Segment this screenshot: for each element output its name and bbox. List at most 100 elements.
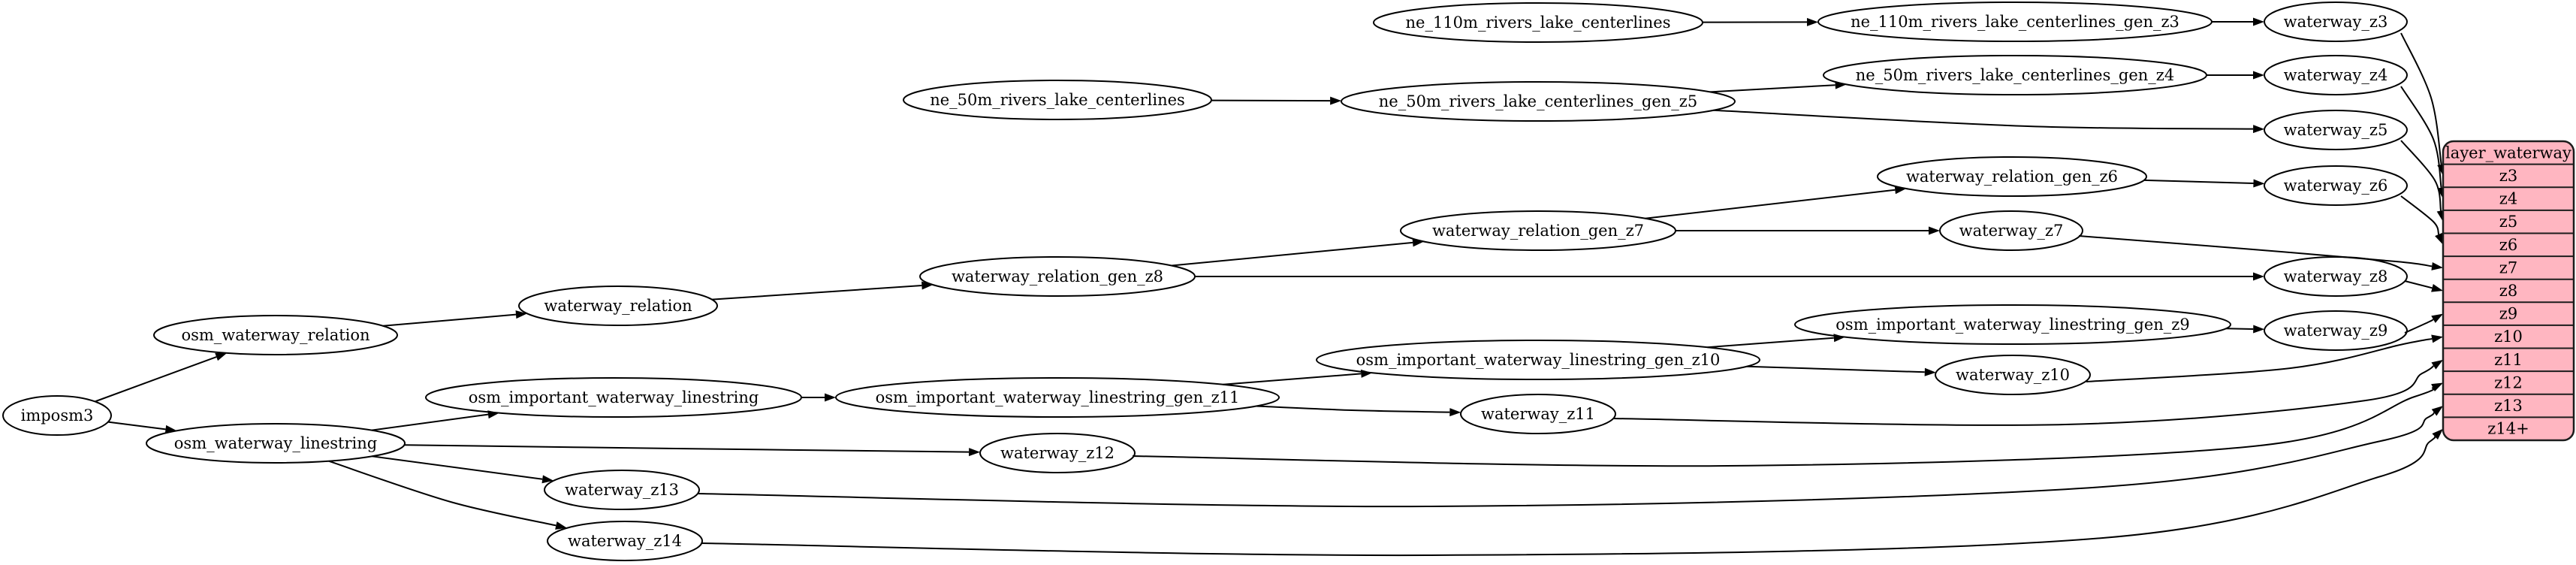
node-label-waterway_relation_gen_z7: waterway_relation_gen_z7	[1432, 222, 1644, 240]
arrowhead-icon	[2253, 17, 2264, 26]
node-ellipse-waterway_z13	[544, 470, 700, 510]
edge-osm_waterway_linestring-to-waterway_z12	[404, 444, 970, 453]
edge-waterway_z13-to-layer_waterway-z13	[698, 412, 2435, 508]
edge-waterway_z7-to-layer_waterway-z7	[2078, 235, 2433, 267]
node-label-ne_50m_rivers_lake_centerlines_gen_z5: ne_50m_rivers_lake_centerlines_gen_z5	[1379, 92, 1697, 110]
edge-layer	[95, 17, 2446, 557]
node-waterway_z12: waterway_z12	[979, 433, 1136, 473]
edge-osm_waterway_linestring-to-waterway_z13	[372, 455, 543, 480]
node-label-waterway_z6: waterway_z6	[2284, 177, 2388, 195]
edge-osm_important_waterway_linestring_gen_z11-to-osm_important_waterway_linestring_gen_z10	[1223, 373, 1362, 385]
arrowhead-icon	[2435, 232, 2443, 245]
node-label-waterway_z8: waterway_z8	[2284, 267, 2388, 286]
arrowhead-icon	[1807, 17, 1819, 26]
arrowhead-icon	[2431, 334, 2443, 343]
edge-waterway_relation-to-waterway_relation_gen_z8	[711, 285, 922, 301]
node-waterway_z5: waterway_z5	[2264, 110, 2408, 150]
node-ellipse-waterway_z14	[547, 521, 703, 561]
node-ellipse-waterway_z9	[2264, 310, 2408, 351]
node-label-waterway_z3: waterway_z3	[2284, 13, 2388, 31]
arrowhead-icon	[2253, 325, 2265, 334]
table-row-z3: z3	[2499, 167, 2517, 185]
edge-waterway_z6-to-layer_waterway-z6	[2400, 195, 2440, 235]
arrowhead-icon	[1330, 96, 1342, 105]
node-waterway_z3: waterway_z3	[2264, 2, 2408, 42]
node-ellipse-ne_50m_rivers_lake_centerlines_gen_z5	[1341, 81, 1736, 122]
table-layer-waterway: layer_waterwayz3z4z5z6z7z8z9z10z11z12z13…	[2442, 140, 2575, 442]
edge-waterway_relation_gen_z8-to-waterway_relation_gen_z7	[1171, 241, 1413, 267]
node-label-osm_important_waterway_linestring: osm_important_waterway_linestring	[469, 388, 759, 406]
node-label-waterway_z5: waterway_z5	[2284, 121, 2388, 139]
node-label-waterway_relation: waterway_relation	[544, 297, 692, 315]
edge-imposm3-to-osm_waterway_relation	[95, 356, 217, 403]
node-label-waterway_z7: waterway_z7	[1959, 222, 2064, 240]
node-ellipse-waterway_relation	[518, 286, 718, 326]
node-label-waterway_z12: waterway_z12	[1000, 444, 1115, 462]
node-ellipse-waterway_z10	[1935, 355, 2091, 395]
arrowhead-icon	[2253, 179, 2265, 188]
node-ellipse-waterway_z12	[979, 433, 1136, 473]
node-osm_important_waterway_linestring: osm_important_waterway_linestring	[425, 377, 802, 418]
arrowhead-icon	[1360, 369, 1373, 378]
node-label-ne_50m_rivers_lake_centerlines_gen_z4: ne_50m_rivers_lake_centerlines_gen_z4	[1856, 66, 2174, 84]
node-label-waterway_z13: waterway_z13	[565, 481, 679, 499]
arrowhead-icon	[1924, 367, 1936, 376]
node-waterway_z11: waterway_z11	[1460, 394, 1616, 434]
node-waterway_z10: waterway_z10	[1935, 355, 2091, 395]
arrowhead-icon	[2253, 272, 2264, 281]
edge-osm_important_waterway_linestring_gen_z10-to-waterway_z10	[1746, 365, 1925, 373]
table-row-z4: z4	[2499, 190, 2517, 208]
node-label-waterway_z10: waterway_z10	[1956, 366, 2070, 384]
node-waterway_z8: waterway_z8	[2264, 256, 2408, 297]
table-row-z6: z6	[2499, 236, 2517, 254]
node-label-ne_110m_rivers_lake_centerlines_gen_z3: ne_110m_rivers_lake_centerlines_gen_z3	[1851, 13, 2179, 31]
arrowhead-icon	[1835, 80, 1847, 89]
arrowhead-icon	[2431, 283, 2443, 292]
node-ne_110m_rivers_lake_centerlines_gen_z3: ne_110m_rivers_lake_centerlines_gen_z3	[1817, 2, 2213, 42]
edge-osm_important_waterway_linestring_gen_z10-to-osm_important_waterway_linestring_gen_z9	[1707, 337, 1834, 349]
edge-imposm3-to-osm_waterway_linestring	[107, 421, 166, 431]
edge-waterway_z8-to-layer_waterway-z8	[2404, 280, 2433, 289]
edge-osm_important_waterway_linestring_gen_z11-to-waterway_z11	[1256, 405, 1450, 413]
edge-waterway_relation_gen_z7-to-waterway_relation_gen_z6	[1645, 189, 1896, 219]
node-ellipse-waterway_z5	[2264, 110, 2408, 150]
arrowhead-icon	[2431, 313, 2443, 323]
node-label-waterway_z11: waterway_z11	[1481, 405, 1595, 423]
arrowhead-icon	[1894, 186, 1907, 195]
node-imposm3: imposm3	[2, 395, 112, 436]
node-label-ne_50m_rivers_lake_centerlines: ne_50m_rivers_lake_centerlines	[930, 91, 1185, 109]
edge-waterway_z4-to-layer_waterway-z4	[2400, 86, 2442, 188]
node-ellipse-waterway_z6	[2264, 165, 2408, 206]
arrowhead-icon	[2253, 71, 2264, 80]
node-ellipse-osm_waterway_relation	[153, 315, 398, 355]
node-ellipse-waterway_z11	[1460, 394, 1616, 434]
node-waterway_relation: waterway_relation	[518, 286, 718, 326]
edge-waterway_z3-to-layer_waterway-z3	[2400, 32, 2442, 165]
arrowhead-icon	[2253, 125, 2265, 134]
edge-waterway_z10-to-layer_waterway-z10	[2086, 337, 2433, 382]
arrowhead-icon	[1412, 238, 1425, 247]
table-row-z12: z12	[2494, 373, 2523, 391]
table-row-z10: z10	[2494, 328, 2523, 346]
edge-osm_waterway_linestring-to-osm_important_waterway_linestring	[371, 413, 489, 431]
arrowhead-icon	[2431, 359, 2443, 370]
table-row-z7: z7	[2499, 258, 2517, 276]
node-label-osm_waterway_linestring: osm_waterway_linestring	[174, 434, 377, 452]
node-label-osm_important_waterway_linestring_gen_z9: osm_important_waterway_linestring_gen_z9	[1835, 316, 2189, 334]
node-label-waterway_relation_gen_z6: waterway_relation_gen_z6	[1906, 168, 2118, 186]
arrowhead-icon	[2432, 428, 2443, 440]
table-row-z13: z13	[2494, 397, 2523, 415]
table-row-z14+: z14+	[2487, 420, 2529, 438]
node-label-osm_important_waterway_linestring_gen_z10: osm_important_waterway_linestring_gen_z1…	[1356, 351, 1721, 369]
node-ellipse-osm_important_waterway_linestring_gen_z10	[1316, 340, 1760, 380]
table-title: layer_waterway	[2445, 144, 2571, 162]
node-label-waterway_relation_gen_z8: waterway_relation_gen_z8	[952, 267, 1163, 286]
arrowhead-icon	[541, 475, 554, 484]
node-osm_waterway_linestring: osm_waterway_linestring	[146, 423, 406, 464]
node-waterway_z6: waterway_z6	[2264, 165, 2408, 206]
arrowhead-icon	[515, 310, 527, 319]
table-row-z8: z8	[2499, 282, 2517, 300]
edge-osm_waterway_linestring-to-waterway_z14	[328, 460, 557, 527]
arrowhead-icon	[1929, 226, 1940, 235]
node-ne_50m_rivers_lake_centerlines_gen_z5: ne_50m_rivers_lake_centerlines_gen_z5	[1341, 81, 1736, 122]
